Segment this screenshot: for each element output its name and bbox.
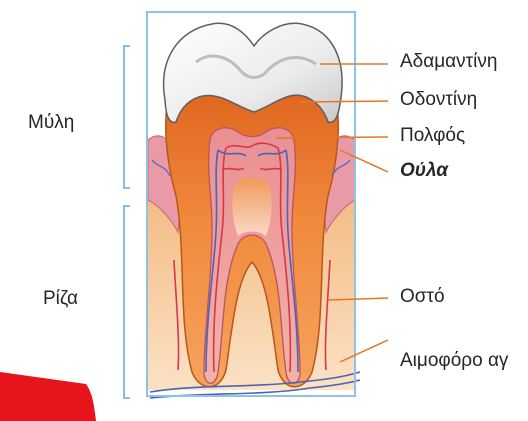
enamel-label: Αδαμαντίνη (400, 51, 497, 73)
crown-bracket (124, 46, 130, 188)
root-core (232, 178, 271, 237)
pulp-label: Πολφός (400, 125, 465, 147)
gum-label: Ούλα (400, 160, 448, 182)
bone-label: Οστό (400, 286, 445, 308)
crown-label: Μύλη (28, 112, 74, 134)
root-bracket (124, 206, 130, 398)
corner-banner (0, 372, 96, 421)
root-label: Ρίζα (43, 288, 78, 310)
blood-vessel-label: Αιμοφόρο αγ (400, 350, 508, 372)
dentin-label: Οδοντίνη (400, 89, 477, 111)
